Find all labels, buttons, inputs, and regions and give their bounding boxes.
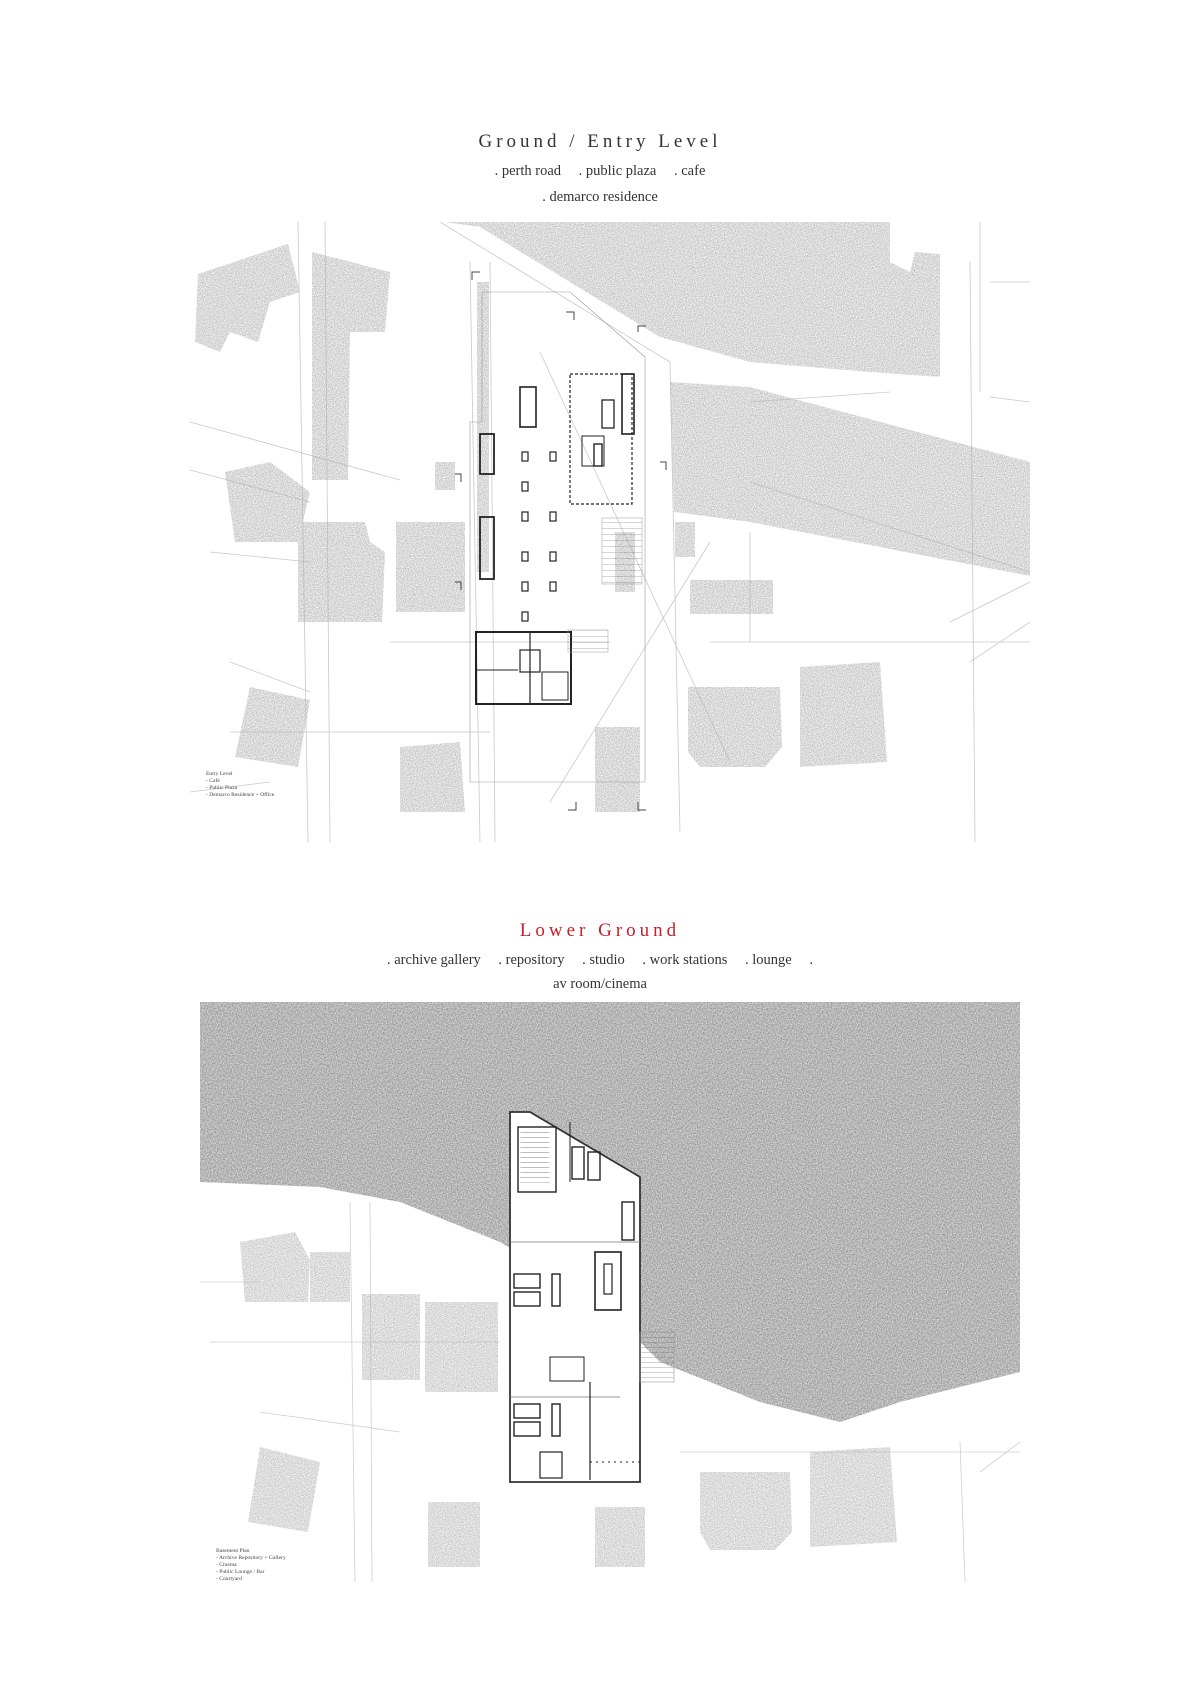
programme-item: . demarco residence [542,189,658,205]
ground-level-title: Ground / Entry Level [478,131,722,152]
context-buildings [240,1232,897,1567]
section-markers [455,271,667,811]
ground-level-programme-line-1: . perth road . public plaza . cafe [0,163,1200,180]
ground-level-programme-line-2: . demarco residence [0,189,1200,206]
programme-item: . public plaza [578,163,657,179]
legend-line: - Cinema [216,1562,237,1568]
entry-steps [567,629,609,653]
programme-item: . studio [582,952,625,968]
ground-level-site-plan [190,222,1030,842]
building-footprint [509,1111,675,1483]
lower-ground-legend: Basement Plan - Archive Repository + Gal… [216,1548,286,1583]
programme-item: . lounge [745,952,792,968]
lower-ground-programme-line-1: . archive gallery . repository . studio … [0,952,1200,969]
legend-line: - Cafe [206,778,220,784]
paving-strip [477,282,489,572]
legend-line: - Archive Repository + Gallery [216,1555,286,1561]
building-footprint [469,291,646,783]
legend-line: - Public Plaza [206,785,238,791]
lower-ground-title: Lower Ground [519,920,681,941]
courtyard-steps [601,517,643,585]
programme-item: av room/cinema [553,976,647,992]
programme-item: . repository [498,952,565,968]
programme-item: . archive gallery [387,952,481,968]
programme-item: . perth road [494,163,562,179]
legend-line: Basement Plan [216,1548,250,1554]
legend-line: - Public Lounge / Bar [216,1569,265,1575]
programme-item: . cafe [674,163,706,179]
legend-line: - Demarco Residence + Office [206,792,275,798]
legend-line: Entry Level [206,771,233,777]
programme-item: . work stations [642,952,728,968]
programme-item: . [809,952,813,968]
legend-line: - Courtyard [216,1576,242,1582]
context-buildings [195,222,1030,812]
lower-ground-programme-line-2: av room/cinema [0,976,1200,993]
ground-level-legend: Entry Level - Cafe - Public Plaza - Dema… [206,771,274,799]
lower-ground-site-plan [200,1002,1020,1582]
